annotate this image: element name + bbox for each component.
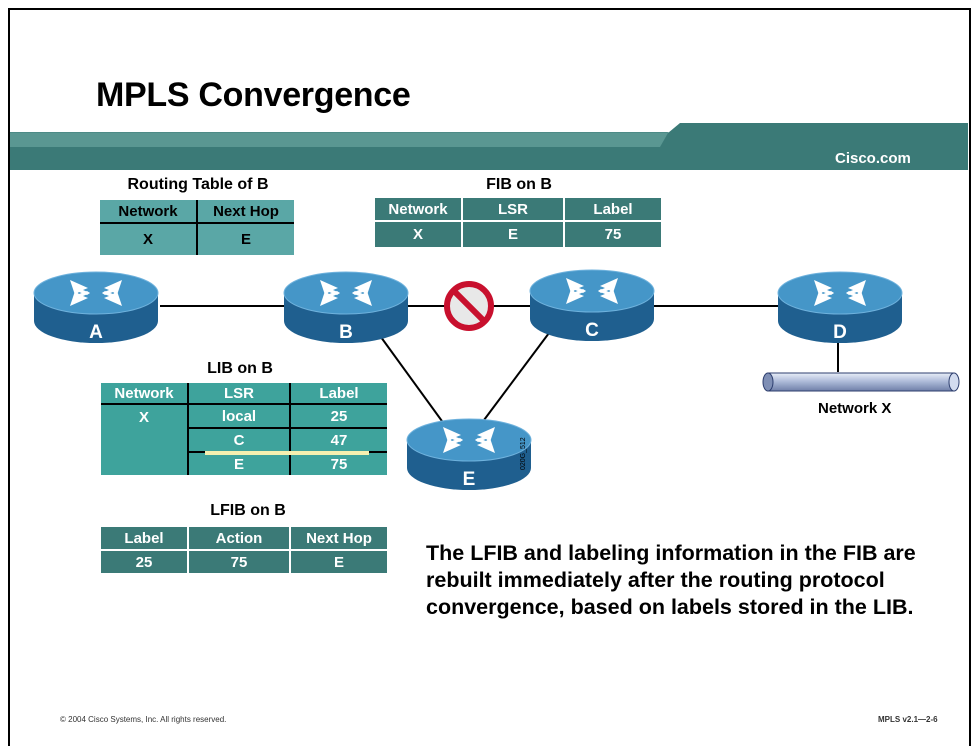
router-a-label: A [89,322,103,343]
router-b[interactable]: B [282,271,414,347]
lib-caption: LIB on B [207,360,273,377]
network-x-segment [762,372,960,392]
routing-table-header-nexthop: Next Hop [197,200,294,224]
lib-table: Network LSR Label X local 25 C 47 E 75 [101,383,387,475]
lfib-cell-action: 75 [188,550,291,573]
router-c[interactable]: C [528,269,660,345]
link-down-icon [444,281,494,331]
link-c-e [477,332,550,429]
footer-copyright: © 2004 Cisco Systems, Inc. All rights re… [60,715,227,724]
description-text: The LFIB and labeling information in the… [426,541,916,619]
lib-row-label: 25 [290,404,387,429]
lfib-header-action: Action [188,527,291,551]
link-b-e [377,332,448,429]
routing-table-cell-nexthop: E [197,223,294,255]
router-e[interactable]: E [405,418,537,494]
lfib-header-nexthop: Next Hop [290,527,387,551]
router-a[interactable]: A [32,271,164,347]
fib-cell-label: 75 [564,221,661,247]
brand-label: Cisco.com [835,150,911,167]
lib-header-network: Network [101,383,189,405]
lib-row-lsr: E [188,452,291,475]
slide-title: MPLS Convergence [96,76,411,114]
router-e-label: E [463,469,476,490]
network-x-label: Network X [818,400,892,417]
routing-table-cell-network: X [100,223,198,255]
lfib-caption: LFIB on B [210,502,286,519]
fib-caption: FIB on B [486,176,552,193]
lib-cell-network: X [101,404,189,475]
router-d-label: D [833,322,847,343]
routing-table-caption: Routing Table of B [127,176,269,193]
lfib-table: Label Action Next Hop 25 75 E [101,527,387,573]
lib-row-label: 75 [290,452,387,475]
fib-table: Network LSR Label X E 75 [375,198,661,247]
router-b-label: B [339,322,353,343]
lfib-cell-label: 25 [101,550,189,573]
lib-row-lsr: local [188,404,291,429]
lfib-cell-nexthop: E [290,550,387,573]
fib-header-label: Label [564,198,661,222]
lib-header-label: Label [290,383,387,405]
lib-header-lsr: LSR [188,383,291,405]
lib-row-label-struck: 47 [290,428,387,453]
fib-header-network: Network [375,198,463,222]
fib-cell-lsr: E [462,221,565,247]
fib-header-lsr: LSR [462,198,565,222]
lib-strike-line [205,451,369,455]
router-c-label: C [585,320,599,341]
routing-table-header-network: Network [100,200,198,224]
lib-row-lsr-struck: C [188,428,291,453]
figure-id: 020G_512 [520,437,527,470]
router-d[interactable]: D [776,271,908,347]
fib-cell-network: X [375,221,463,247]
footer-course-id: MPLS v2.1—2-6 [878,715,938,724]
routing-table: Network Next Hop X E [100,200,294,255]
lfib-header-label: Label [101,527,189,551]
